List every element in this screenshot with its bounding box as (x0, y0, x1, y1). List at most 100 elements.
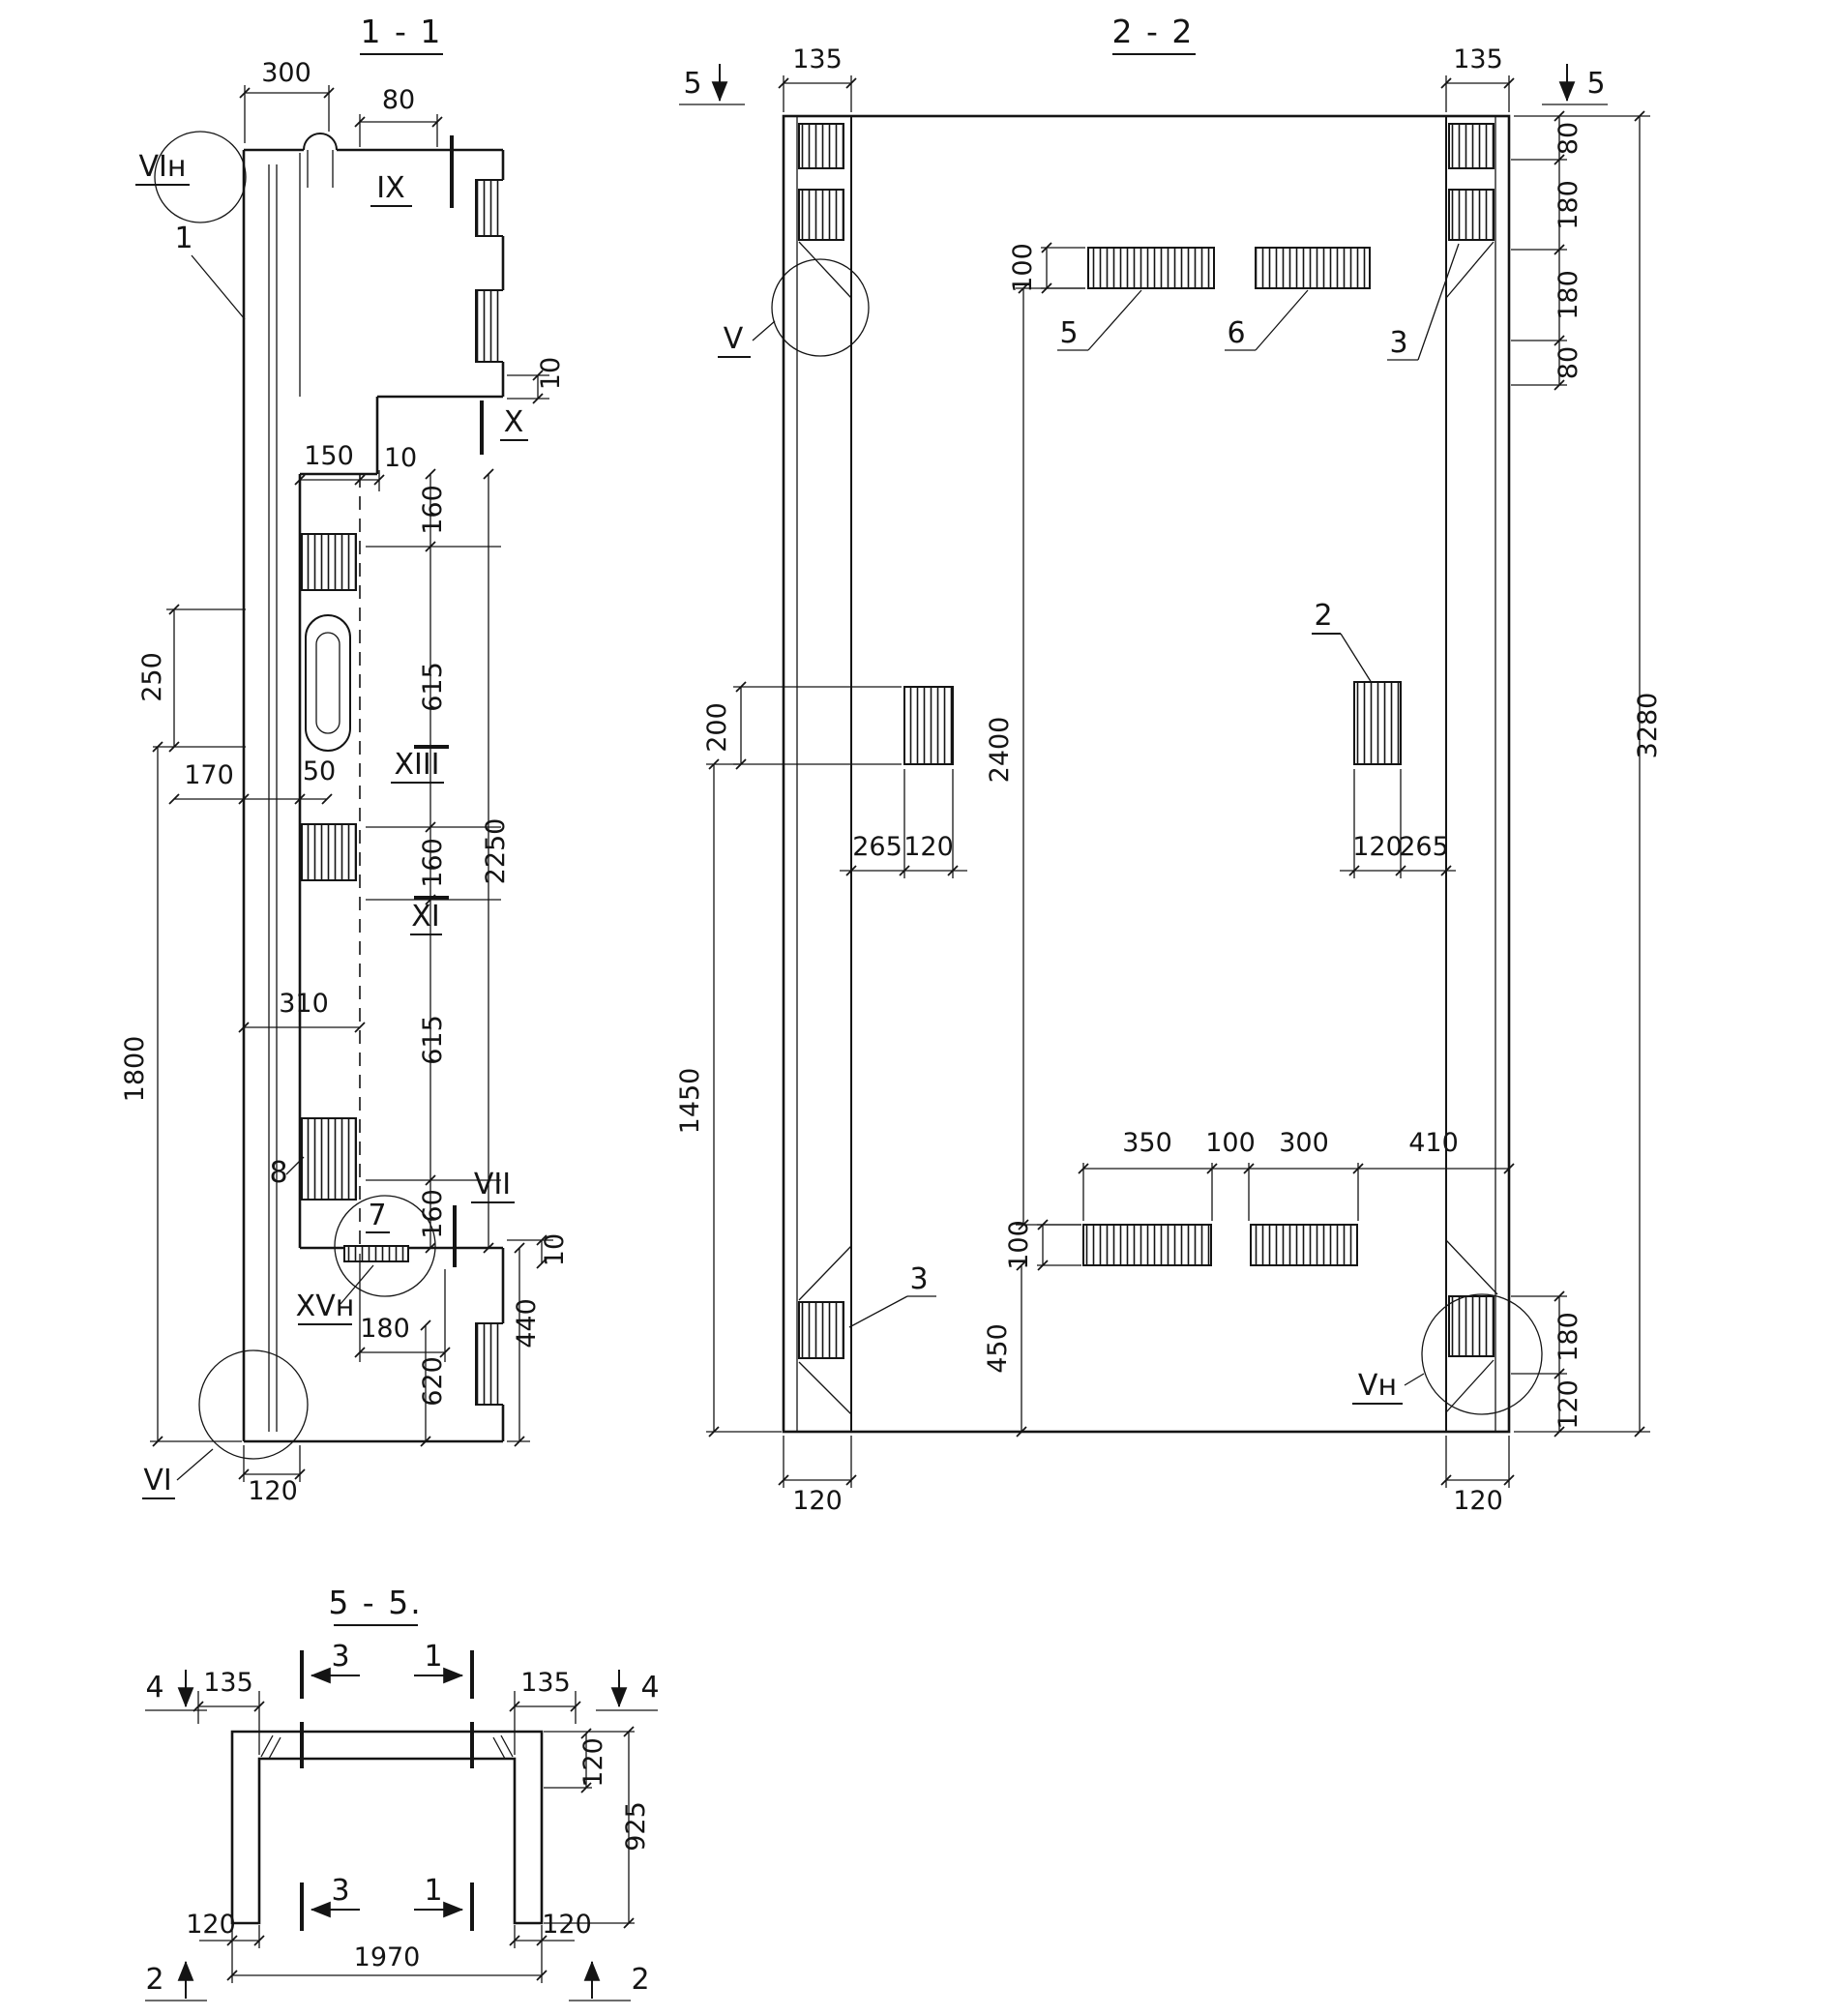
dim-10-foot: 10 (507, 1233, 570, 1269)
part-label-2: 2 (1314, 599, 1332, 633)
panel-section-outline (242, 133, 505, 1443)
cut-mark-2-right: 2 (569, 1960, 650, 2001)
part-label-5: 5 (1059, 316, 1078, 350)
detail-circle-7 (334, 1195, 436, 1297)
cut-mark-2-left: 2 (145, 1960, 207, 2001)
svg-text:80: 80 (1554, 122, 1583, 155)
svg-text:4: 4 (145, 1671, 163, 1705)
svg-text:120: 120 (903, 832, 954, 862)
dim-80: 80 (354, 85, 443, 147)
svg-text:50: 50 (303, 756, 336, 786)
part-label-8: 8 (269, 1156, 287, 1190)
svg-text:120: 120 (578, 1737, 608, 1788)
view-label-V-group: V (718, 320, 776, 358)
embedded-items (301, 533, 409, 1262)
dim-180: 180 (354, 1254, 451, 1362)
svg-text:1: 1 (424, 1874, 442, 1908)
corner-plate (343, 1245, 409, 1262)
svg-text:160: 160 (418, 838, 448, 888)
dim-1970: 1970 (226, 1942, 548, 1981)
slot-outer (305, 614, 351, 752)
dim-250: 250 (137, 604, 246, 753)
part-label-7: 7 (368, 1199, 386, 1232)
view-label-VIn: VIн (139, 150, 187, 184)
svg-text:10: 10 (536, 357, 566, 390)
dim-10-flange: 10 (507, 357, 566, 404)
panel-outer-rect (782, 114, 1511, 1434)
svg-text:200: 200 (702, 702, 732, 753)
anchor-bar-top-1 (1087, 247, 1215, 289)
svg-text:2250: 2250 (481, 818, 511, 885)
svg-text:265: 265 (852, 832, 903, 862)
dim-310: 310 (238, 989, 366, 1033)
cut-mark-4-left: 4 (145, 1670, 207, 1711)
anchor-bar-bottom-2 (1250, 1224, 1358, 1266)
view-label-VII: VII (474, 1168, 511, 1201)
svg-text:120: 120 (1352, 832, 1403, 862)
dim-120-right-55: 120 (544, 1728, 608, 1794)
dim-chain-right-top: 80 180 180 80 (1511, 110, 1583, 391)
svg-text:160: 160 (418, 485, 448, 535)
embed-right-top-2 (1448, 189, 1495, 241)
dim-120-web: 120 (238, 1445, 306, 1506)
embed-left-top-2 (798, 189, 844, 241)
view-label-Vn: Vн (1358, 1369, 1397, 1403)
svg-text:10: 10 (540, 1233, 570, 1266)
labels-1-1: VIн 1 IX X XIII XI VII 7 XVн VI 8 (135, 150, 528, 1499)
dim-120-bottom-right-55: 120 (509, 1910, 592, 1983)
dim-2400: 2400 (985, 282, 1085, 1230)
dim-chain-right-bottom: 180 120 (1511, 1290, 1583, 1438)
section-2-2-title: 2 - 2 (1112, 13, 1195, 50)
svg-text:135: 135 (792, 44, 843, 74)
edge-groove-bottom (475, 1322, 503, 1406)
svg-text:135: 135 (1453, 44, 1503, 74)
view-label-V: V (724, 322, 744, 356)
embed-plate-3 (301, 1117, 357, 1201)
wall-embeds (798, 123, 1498, 1415)
part-label-3-bottom: 3 (909, 1262, 928, 1296)
anchor-bar-top-2 (1255, 247, 1371, 289)
part-label-2-group: 2 (1312, 599, 1373, 684)
svg-text:180: 180 (1554, 180, 1583, 230)
view-label-VI: VI (143, 1464, 171, 1497)
svg-text:180: 180 (360, 1314, 410, 1344)
edge-groove-top-1 (475, 179, 503, 237)
svg-text:1800: 1800 (120, 1036, 150, 1103)
dim-135-right-55: 135 (509, 1668, 581, 1755)
svg-text:120: 120 (1554, 1379, 1583, 1430)
dim-300: 300 (239, 58, 335, 143)
svg-text:3280: 3280 (1633, 693, 1663, 759)
section-5-5-title: 5 - 5. (328, 1584, 422, 1621)
svg-text:120: 120 (1453, 1486, 1503, 1516)
svg-text:1450: 1450 (675, 1068, 705, 1135)
edge-groove-top-2 (475, 289, 503, 363)
svg-text:250: 250 (137, 652, 167, 702)
cut-mark-1-top: 1 (414, 1640, 474, 1699)
svg-text:160: 160 (418, 1189, 448, 1239)
slot-inner (315, 632, 340, 734)
svg-text:180: 180 (1554, 270, 1583, 320)
svg-text:310: 310 (279, 989, 329, 1019)
svg-text:2: 2 (631, 1963, 649, 1997)
embed-plate-2 (301, 823, 357, 881)
part-label-3-bottom-group: 3 (848, 1262, 936, 1328)
svg-text:1: 1 (424, 1640, 442, 1674)
dim-120-bottom-left-55: 120 (186, 1910, 265, 1983)
lifting-loop (303, 133, 338, 151)
view-label-XI: XI (411, 900, 439, 934)
svg-text:2400: 2400 (985, 717, 1015, 784)
section-1-1-title: 1 - 1 (361, 13, 443, 50)
section-5-5-view: 5 - 5. 3 1 3 1 4 4 (145, 1584, 660, 2001)
dim-2250: 2250 (481, 468, 511, 1254)
svg-text:5: 5 (1586, 67, 1605, 101)
detail-circle-VI (198, 1349, 309, 1460)
embed-right-top-1 (1448, 123, 1495, 169)
svg-text:120: 120 (248, 1476, 298, 1506)
svg-text:120: 120 (792, 1486, 843, 1516)
svg-text:265: 265 (1399, 832, 1449, 862)
dim-120-bottom-left: 120 (778, 1436, 857, 1516)
svg-text:620: 620 (418, 1356, 448, 1407)
dim-925: 925 (544, 1726, 651, 1929)
embed-right-bottom (1448, 1295, 1495, 1357)
